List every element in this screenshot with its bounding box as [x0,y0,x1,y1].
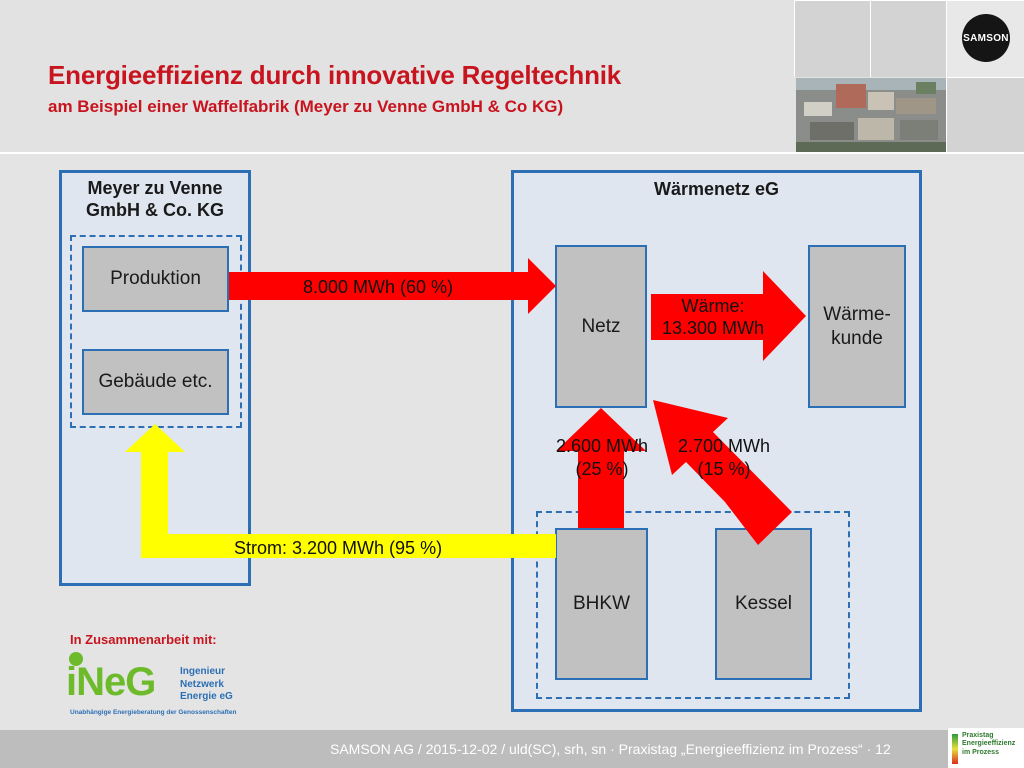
node-produktion: Produktion [82,246,229,312]
ineg-word-2: Netzwerk [180,678,224,690]
company-frame-title: Meyer zu Venne GmbH & Co. KG [62,178,248,221]
badge-line2: Energieeffizienz [962,740,1016,748]
node-netz: Netz [555,245,647,408]
flow-label-kessel-line1: 2.700 MWh [677,436,771,456]
flow-label-netz-kunde-line2: 13.300 MWh [661,317,765,338]
node-bhkw-label: BHKW [573,593,630,615]
flow-label-produktion-netz: 8.000 MWh (60 %) [303,277,454,297]
flow-label-netz-kunde: Wärme: 13.300 MWh [652,296,774,339]
arrow-kessel-netz [653,400,792,545]
flow-label-bhkw-line1: 2.600 MWh [555,436,649,456]
collaboration-label: In Zusammenarbeit mit: [70,632,217,647]
flow-label-kessel-netz: 2.700 MWh (15 %) [670,435,778,480]
praxistag-badge: Praxistag Energieeffizienz im Prozess [948,728,1024,768]
waermekunde-line2: kunde [831,327,883,349]
badge-line3: im Prozess [962,748,999,756]
header-divider [0,152,1024,154]
energy-scale-icon [952,734,958,764]
slide-title: Energieeffizienz durch innovative Regelt… [48,60,622,90]
flow-label-strom: Strom: 3.200 MWh (95 %) [234,538,443,558]
arrow-netz-kunde [651,271,806,361]
footer-text: SAMSON AG / 2015-12-02 / uld(SC), srh, s… [330,741,891,757]
arrow-strom [125,424,556,558]
arrow-bhkw-netz [556,408,646,528]
node-kessel: Kessel [715,528,812,680]
ineg-word-3: Energie eG [180,691,233,702]
node-produktion-label: Produktion [110,268,201,290]
ineg-dot-icon [69,652,83,666]
flow-label-netz-kunde-line1: Wärme: [681,296,745,316]
company-title-line1: Meyer zu Venne [87,178,223,198]
flow-label-bhkw-line2: (25 %) [575,458,629,479]
ineg-logo-letters: iNeG [66,660,156,704]
ineg-logo-words: Ingenieur Netzwerk Energie eG [180,666,233,704]
ineg-tagline: Unabhängige Energieberatung der Genossen… [70,709,237,716]
node-gebaeude: Gebäude etc. [82,349,229,415]
node-waermekunde-label: Wärme- kunde [823,303,891,351]
header-grid-cell [794,0,870,77]
factory-aerial-photo [796,78,946,152]
flow-label-kessel-line2: (15 %) [697,458,751,479]
node-gebaeude-label: Gebäude etc. [98,371,213,393]
badge-line1: Praxistag [962,732,994,739]
header-grid-cell [870,0,946,77]
node-waermekunde: Wärme- kunde [808,245,906,408]
waermenetz-frame-title: Wärmenetz eG [653,179,780,199]
node-bhkw: BHKW [555,528,648,680]
node-netz-label: Netz [581,315,621,337]
flow-label-bhkw-netz: 2.600 MWh (25 %) [552,435,652,480]
node-kessel-label: Kessel [734,593,793,615]
ineg-word-1: Ingenieur [180,666,226,677]
ineg-logo: iNeG Ingenieur Netzwerk Energie eG Unabh… [64,652,244,722]
header-grid-cell [946,77,1024,153]
samson-logo: SAMSON [962,14,1010,62]
waermekunde-line1: Wärme- [823,303,891,325]
arrow-produktion-netz [229,258,556,314]
slide-subtitle: am Beispiel einer Waffelfabrik (Meyer zu… [48,97,564,116]
generation-group [536,511,850,699]
praxistag-badge-text: Praxistag Energieeffizienz im Prozess [962,732,1015,757]
footer-bar [0,730,1024,768]
company-title-line2: GmbH & Co. KG [86,199,224,220]
